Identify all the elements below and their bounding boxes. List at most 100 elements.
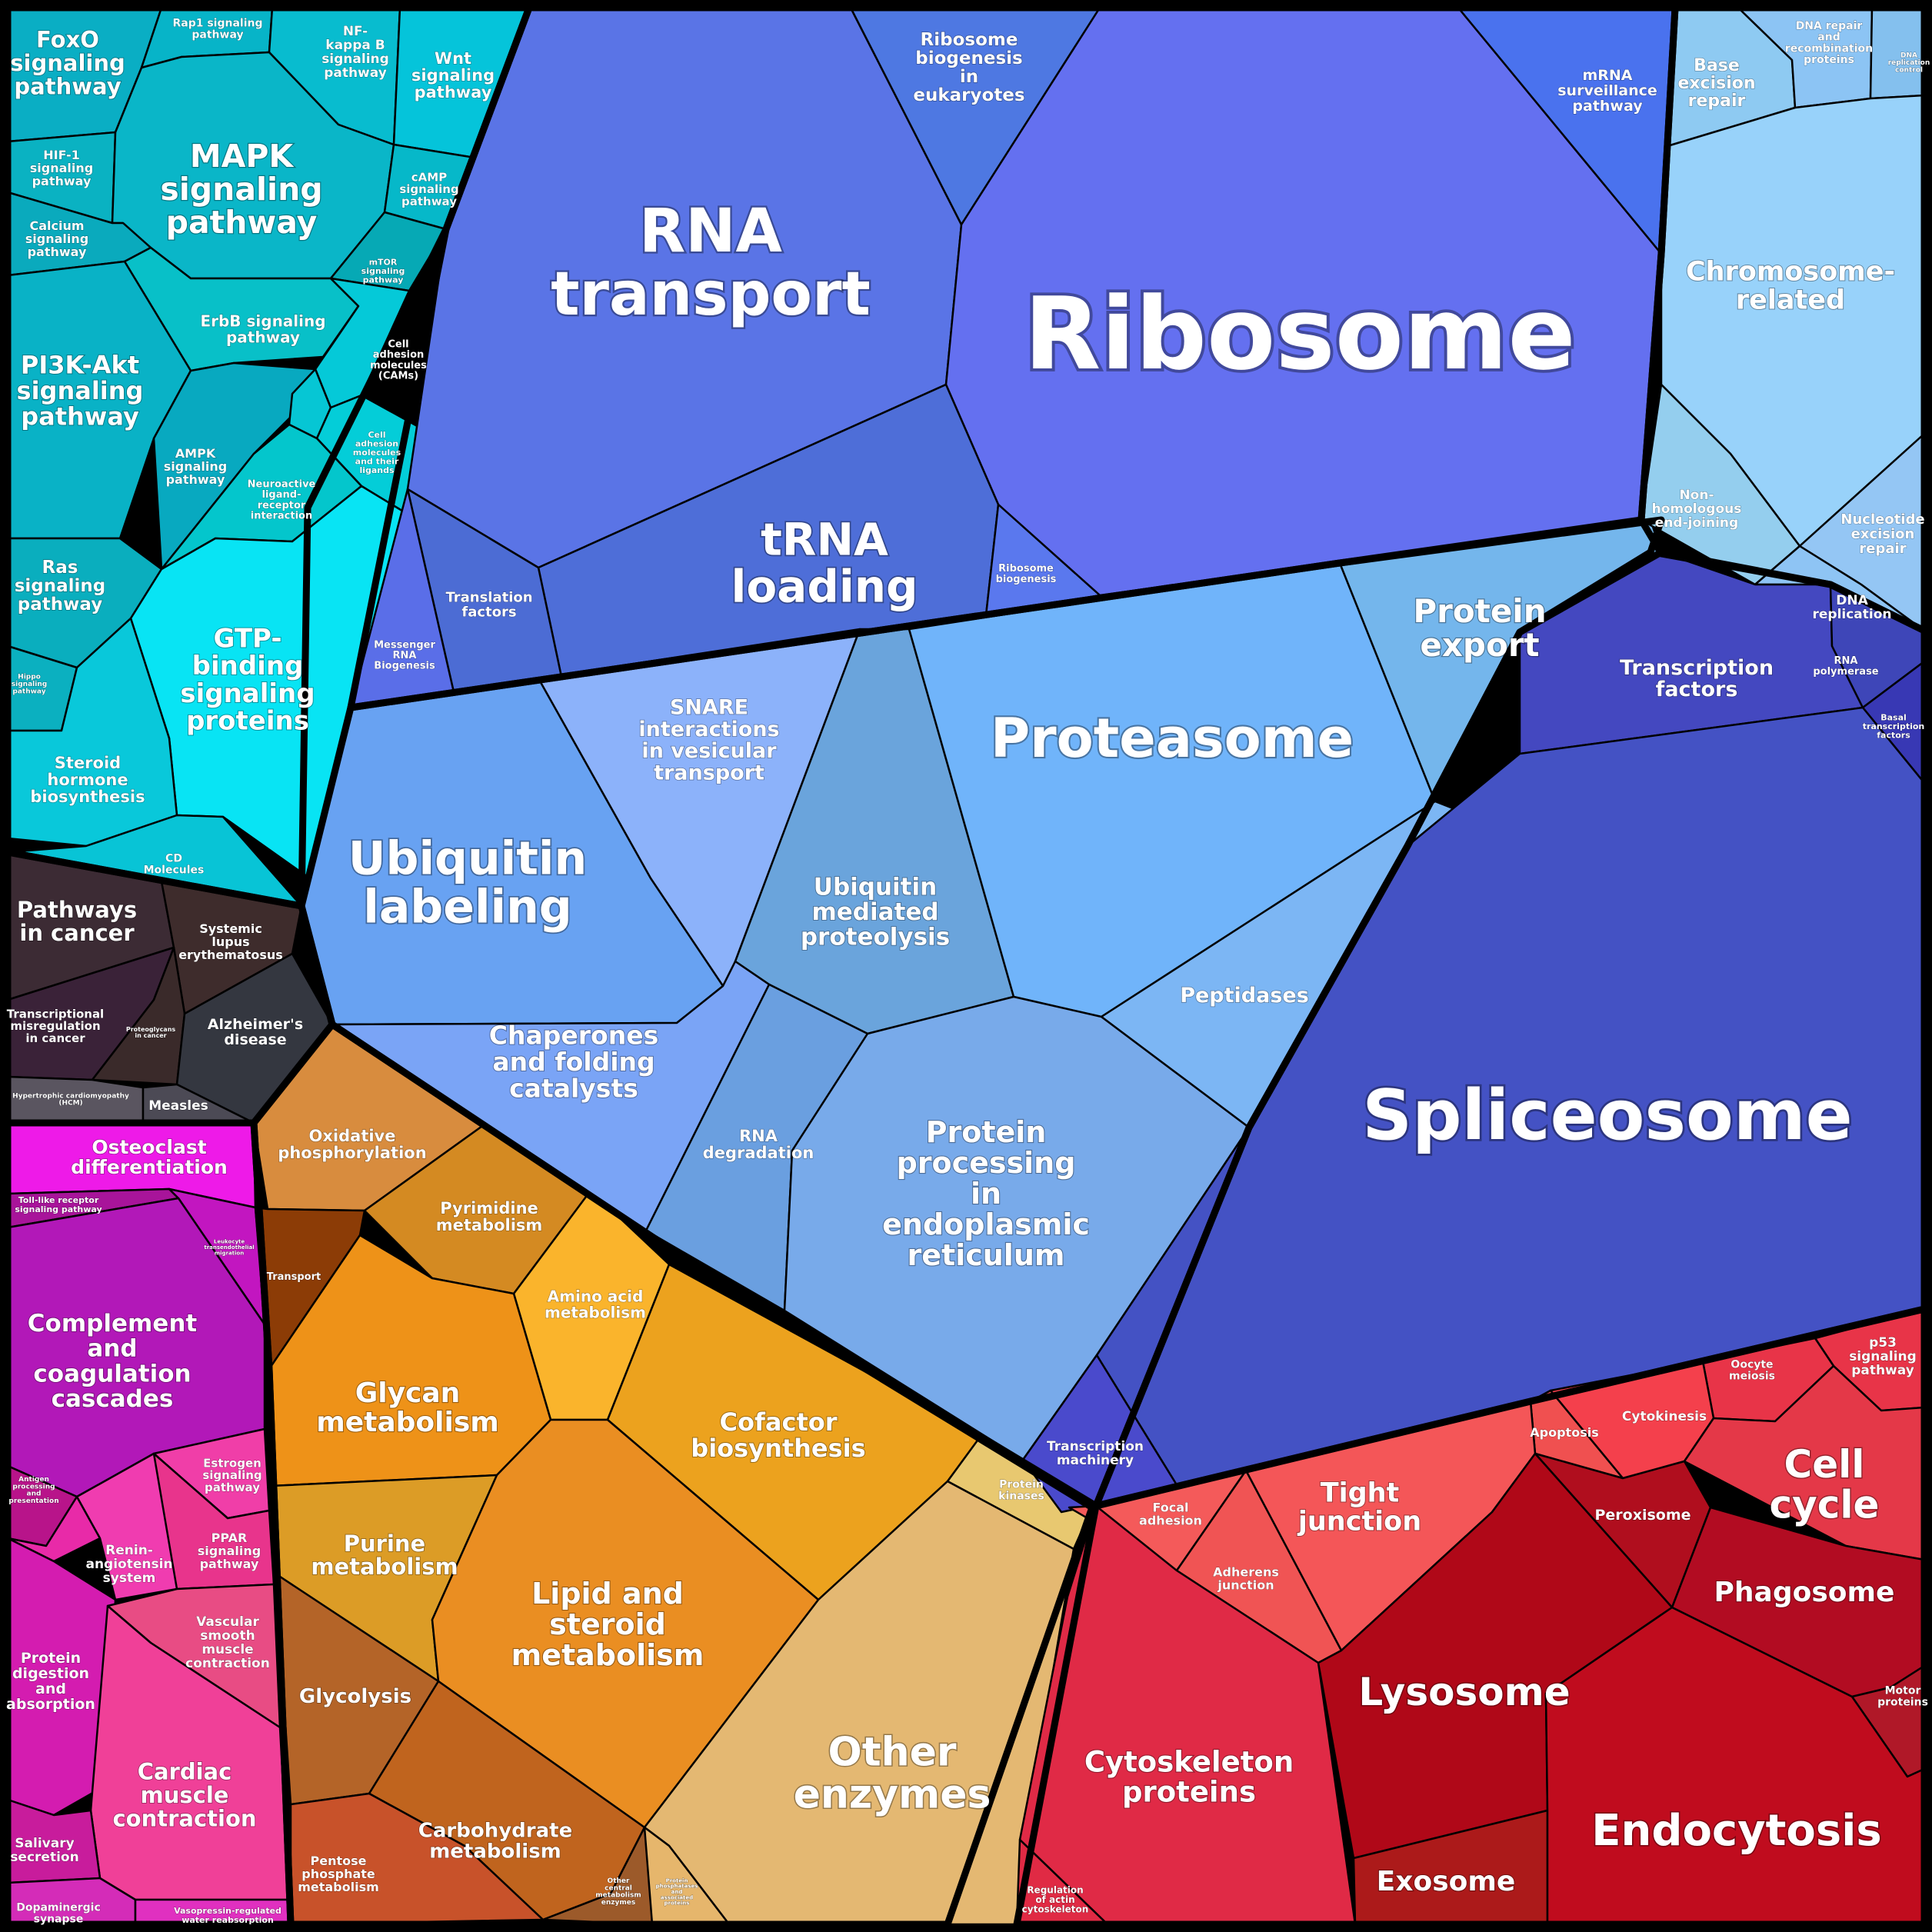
label-peptidases: Peptidases — [1180, 984, 1309, 1008]
label-proteasome: Proteasome — [991, 707, 1354, 770]
label-measles: Measles — [148, 1098, 208, 1114]
label-ribosome: Ribosome — [1024, 275, 1575, 392]
label-glycolysis: Glycolysis — [299, 1685, 411, 1708]
cell-proteoglycans-in-cancer — [91, 946, 186, 1086]
label-apoptosis: Apoptosis — [1530, 1425, 1598, 1440]
label-cytokinesis: Cytokinesis — [1622, 1409, 1707, 1424]
label-endocytosis: Endocytosis — [1591, 1806, 1881, 1856]
cell-steroid-hormone-biosynthesis — [6, 617, 178, 848]
cell-ppar-signaling-pathway — [152, 1452, 275, 1591]
cell-ampk-signaling-pathway — [152, 361, 317, 571]
label-exosome: Exosome — [1377, 1866, 1516, 1897]
cells-layer — [6, 6, 1926, 1926]
label-lysosome: Lysosome — [1358, 1670, 1570, 1714]
label-peroxisome: Peroxisome — [1594, 1507, 1690, 1524]
label-chromosome-related: Chromosome-related — [1686, 257, 1895, 316]
label-phagosome: Phagosome — [1714, 1577, 1895, 1608]
label-transport: Transport — [267, 1271, 321, 1283]
